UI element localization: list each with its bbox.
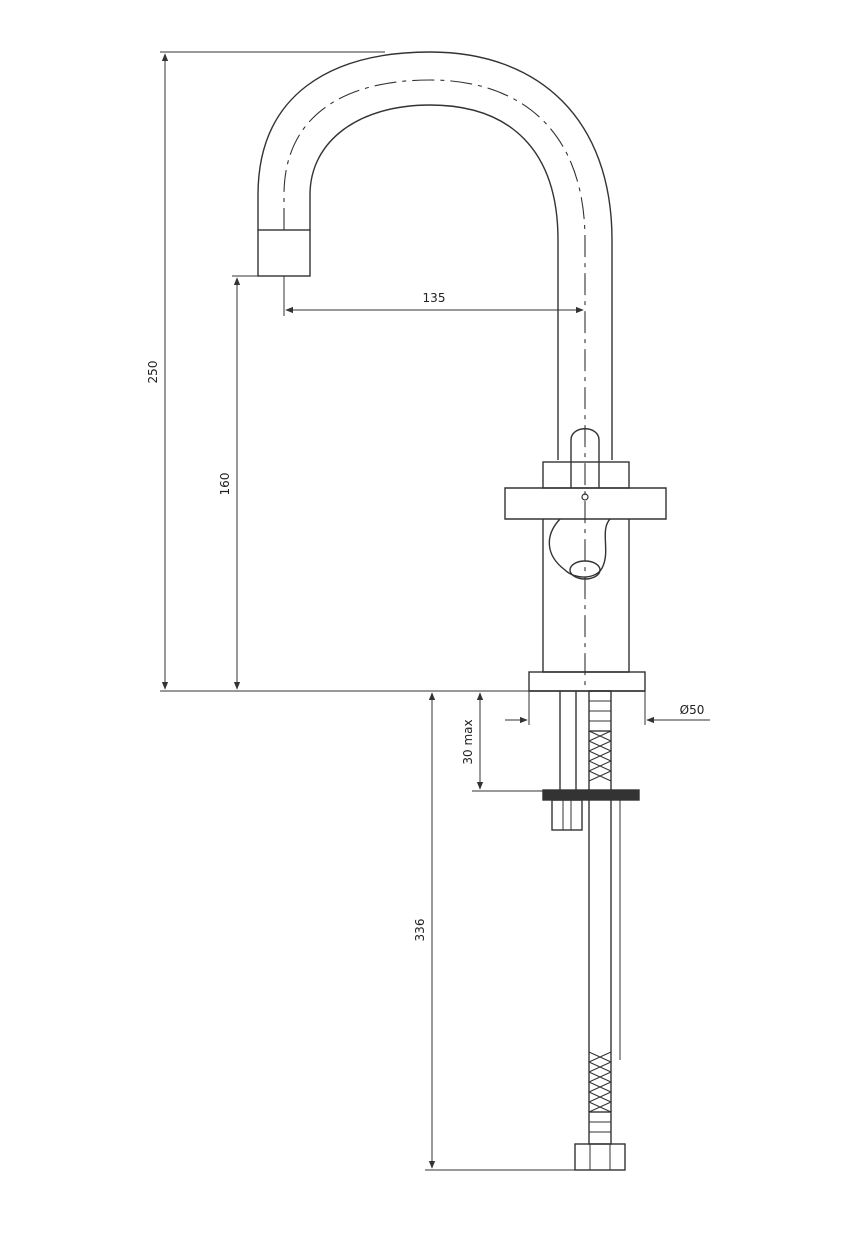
dimension-label-336: 336 — [413, 919, 427, 942]
dimension-lines — [160, 51, 710, 1171]
dimension-label-135: 135 — [423, 291, 446, 305]
cross-handle — [504, 428, 667, 580]
dimension-label-30-max: 30 max — [461, 719, 475, 764]
hose-connector-nut — [574, 1143, 626, 1171]
mounting-rod — [542, 691, 640, 831]
spout — [257, 51, 613, 690]
dimension-label-160: 160 — [218, 473, 232, 496]
tap-body — [528, 519, 646, 725]
dimension-label-diameter-50: Ø50 — [680, 703, 705, 717]
base-flange — [528, 671, 646, 692]
dimension-label-250: 250 — [146, 361, 160, 384]
spout-outlet — [257, 229, 311, 277]
fixing-nut — [551, 799, 583, 831]
flexible-hose — [574, 690, 626, 1171]
